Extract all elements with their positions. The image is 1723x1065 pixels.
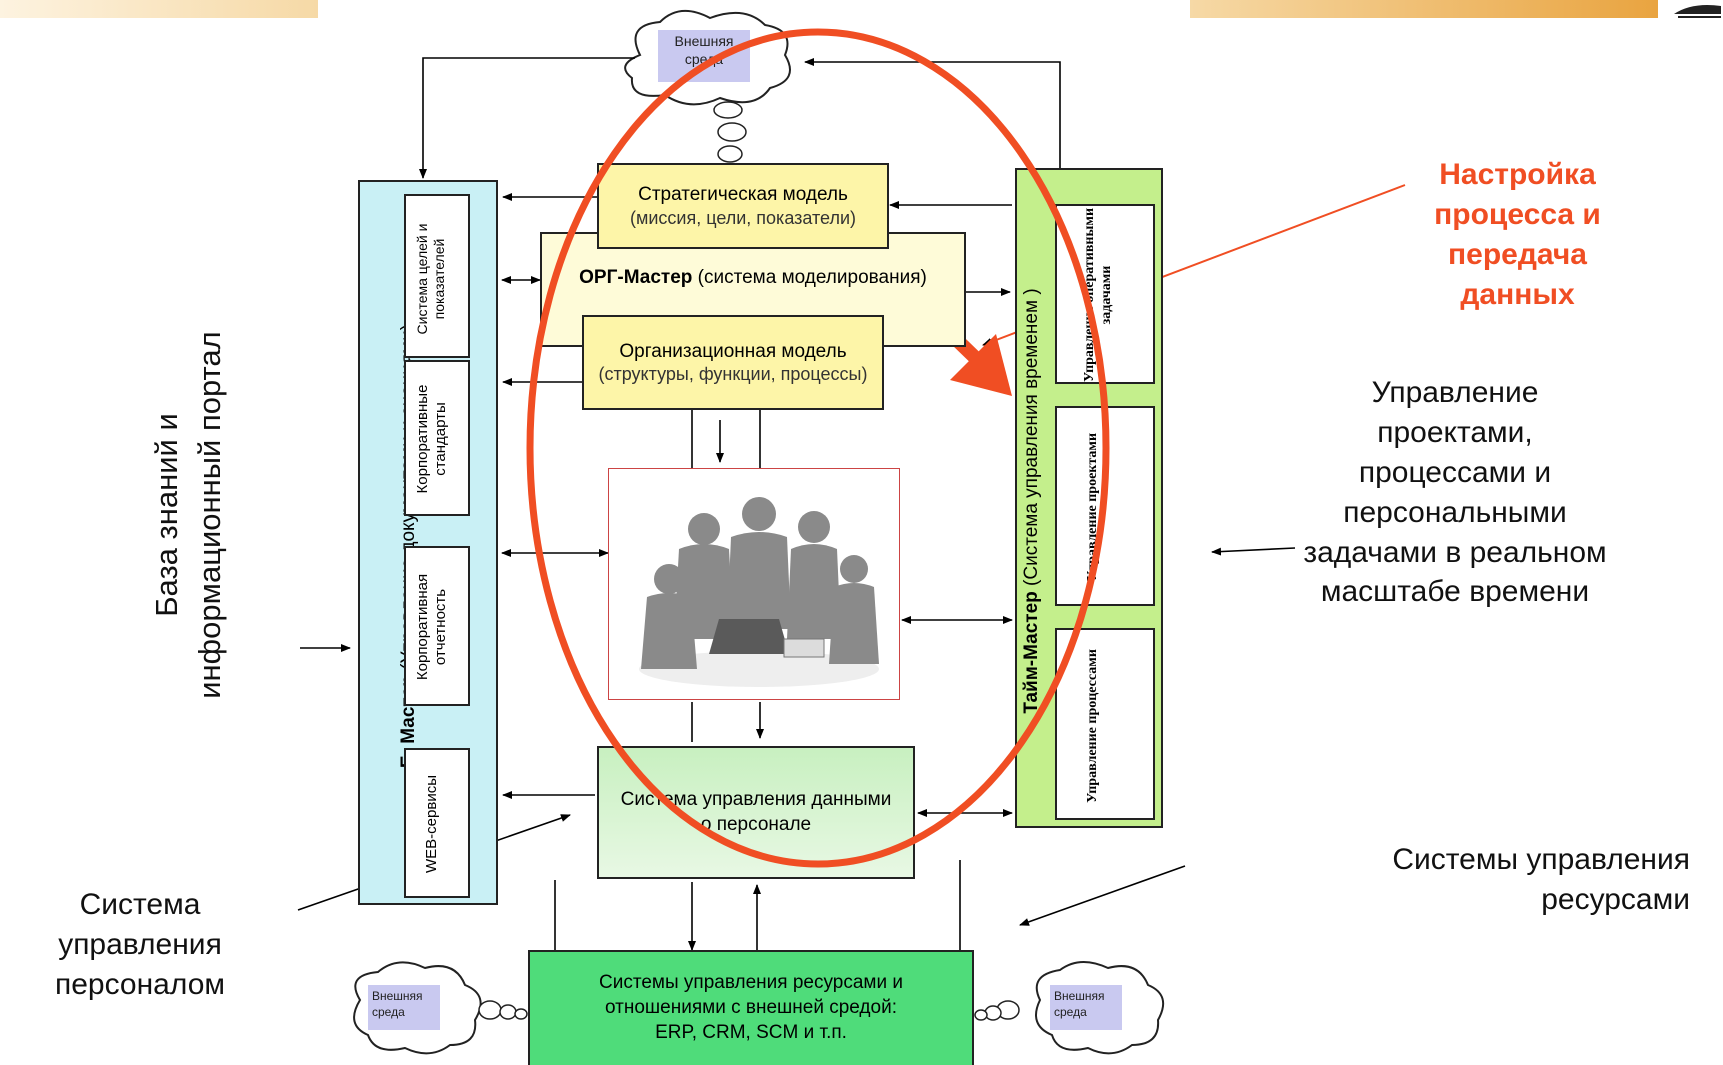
knowledge-base-label: База знаний и информационный портал [145, 235, 235, 795]
org-model-title: Организационная модель [619, 340, 847, 362]
strategic-model-title: Стратегическая модель [638, 184, 848, 206]
e-master-panel: Е- Мастер (Управление документами и знан… [358, 180, 498, 905]
time-master-vertical-label: Тайм-Мастер (Система управления временем… [1021, 181, 1053, 821]
resources-line3: ERP, CRM, SCM и т.п. [655, 1021, 847, 1043]
e-master-item-label: Корпоративная отчетность [414, 573, 449, 681]
top-decor-bar-left [0, 0, 318, 18]
knowledge-base-line1: База знаний и [149, 413, 184, 617]
time-master-item-processes: Управление процессами [1055, 628, 1155, 820]
top-decor-bar-right [1190, 0, 1658, 18]
resources-system-note: Системы управления ресурсами [1392, 843, 1690, 916]
e-master-item-label: Корпоративные стандарты [414, 384, 449, 494]
org-model-subtitle: (структуры, функции, процессы) [598, 364, 868, 385]
team-meeting-icon [639, 497, 879, 687]
cloud-top-label: Внешняя среда [658, 30, 750, 82]
time-master-item-label: Управление проектами [1085, 432, 1100, 582]
strategic-model-subtitle: (миссия, цели, показатели) [629, 207, 857, 228]
e-master-item-standards: Корпоративные стандарты [404, 360, 470, 516]
resources-line1: Системы управления ресурсами и [599, 972, 903, 994]
time-master-item-label: Управление процессами [1085, 649, 1100, 803]
personnel-data-line1: Система управления данными [620, 788, 892, 810]
setup-note: Настройка процесса и передача данных [1434, 158, 1601, 311]
time-master-panel: Тайм-Мастер (Система управления временем… [1015, 168, 1163, 828]
e-master-item-label: WEB-сервисы [423, 775, 440, 873]
personnel-data-box: Система управления данными о персонале [597, 746, 915, 879]
org-master-subtitle: (система моделирования) [697, 267, 927, 288]
time-master-title: Тайм-Мастер [1021, 591, 1042, 714]
corner-logo-icon [1674, 5, 1721, 18]
team-illustration [608, 468, 900, 700]
e-master-item-web: WEB-сервисы [404, 748, 470, 898]
time-master-item-label: Управление оперативными задачами [1082, 207, 1114, 383]
personnel-data-line2: о персонале [700, 813, 812, 835]
cloud-bottom-right-label: Внешняя среда [1050, 985, 1122, 1030]
cloud-bottom-left-label: Внешняя среда [368, 985, 440, 1030]
time-master-item-projects: Управление проектами [1055, 406, 1155, 606]
personnel-system-note: Система управления персоналом [54, 888, 226, 1001]
time-master-item-tasks: Управление оперативными задачами [1055, 204, 1155, 384]
strategic-model-box: Стратегическая модель (миссия, цели, пок… [597, 163, 889, 249]
time-management-note: Управление проектами, процессами и персо… [1303, 376, 1607, 609]
org-model-box: Организационная модель (структуры, функц… [582, 315, 884, 410]
e-master-item-reporting: Корпоративная отчетность [404, 546, 470, 706]
resources-line2: отношениями с внешней средой: [605, 997, 897, 1019]
knowledge-base-line2: информационный портал [192, 331, 228, 699]
e-master-item-label: Система целей и показателей [414, 223, 447, 335]
time-master-subtitle: (Система управления временем ) [1021, 288, 1042, 586]
org-master-title: ОРГ-Мастер [579, 267, 693, 288]
resources-systems-box: Системы управления ресурсами и отношения… [528, 950, 974, 1065]
e-master-item-goals: Система целей и показателей [404, 194, 470, 358]
